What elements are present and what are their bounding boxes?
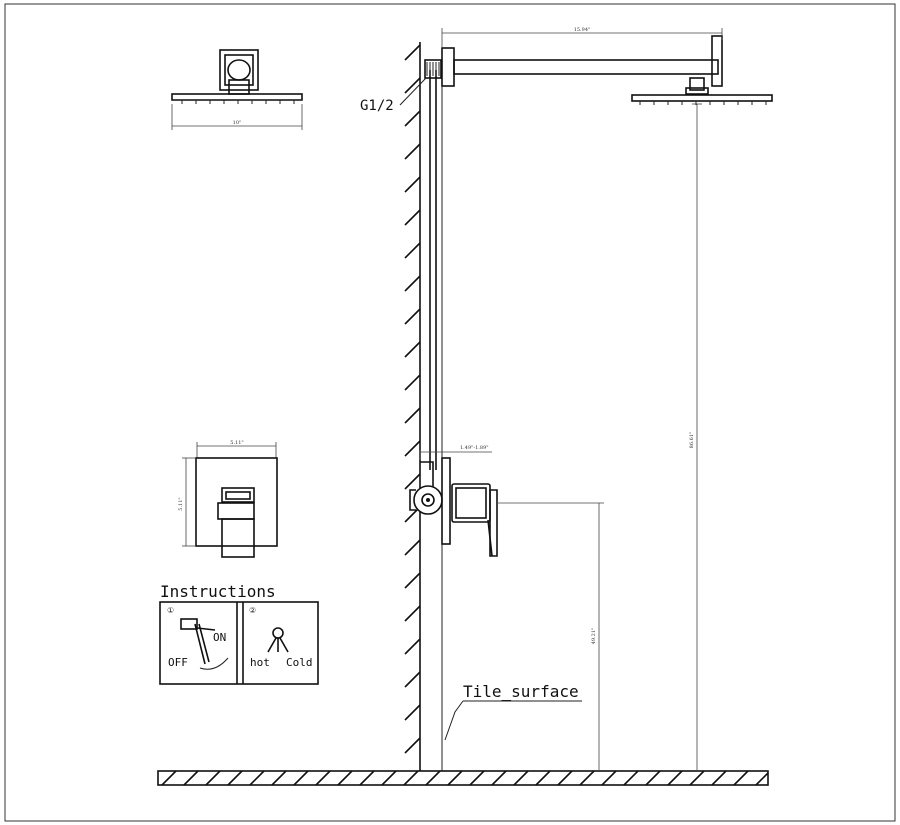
- shower-head-front-view: 10": [171, 49, 303, 130]
- thread-size-label: G1/2: [360, 98, 394, 114]
- diagram-frame: [4, 3, 896, 822]
- arm-length-dimension: 15.94": [574, 27, 591, 33]
- step-two-marker: ②: [249, 606, 256, 615]
- valve-height-dimension: 49.21": [591, 628, 597, 645]
- shower-arm: 15.94": [441, 27, 723, 87]
- head-height-dimension: 86.61": [689, 432, 695, 449]
- floor-section: [157, 770, 769, 786]
- instructions-heading: Instructions: [160, 582, 276, 601]
- instruction-on-label: ON: [213, 631, 226, 644]
- head-diameter-dimension: 10": [233, 120, 242, 126]
- shower-head-side-view: 86.61": [631, 77, 773, 771]
- instructions-panel: Instructions ① ON OFF ② hot Cold: [159, 582, 319, 685]
- instruction-cold-label: Cold: [286, 656, 313, 669]
- tile-surface-label: Tile_surface: [463, 682, 579, 701]
- plate-height-dimension: 5.11": [178, 497, 184, 510]
- plate-width-dimension: 5.11": [230, 440, 243, 446]
- supply-pipe: [424, 59, 442, 470]
- wall-section: [404, 42, 443, 771]
- step-one-marker: ①: [167, 606, 174, 615]
- instruction-off-label: OFF: [168, 656, 188, 669]
- valve-assembly: 1.49"-1.89" 49.21": [409, 445, 604, 771]
- instruction-hot-label: hot: [250, 656, 270, 669]
- thread-leader-line: [399, 77, 427, 106]
- valve-depth-dimension: 1.49"-1.89": [460, 445, 489, 451]
- valve-trim-plate-view: 5.11" 5.11": [178, 440, 278, 558]
- tile-surface-leader: [444, 700, 464, 741]
